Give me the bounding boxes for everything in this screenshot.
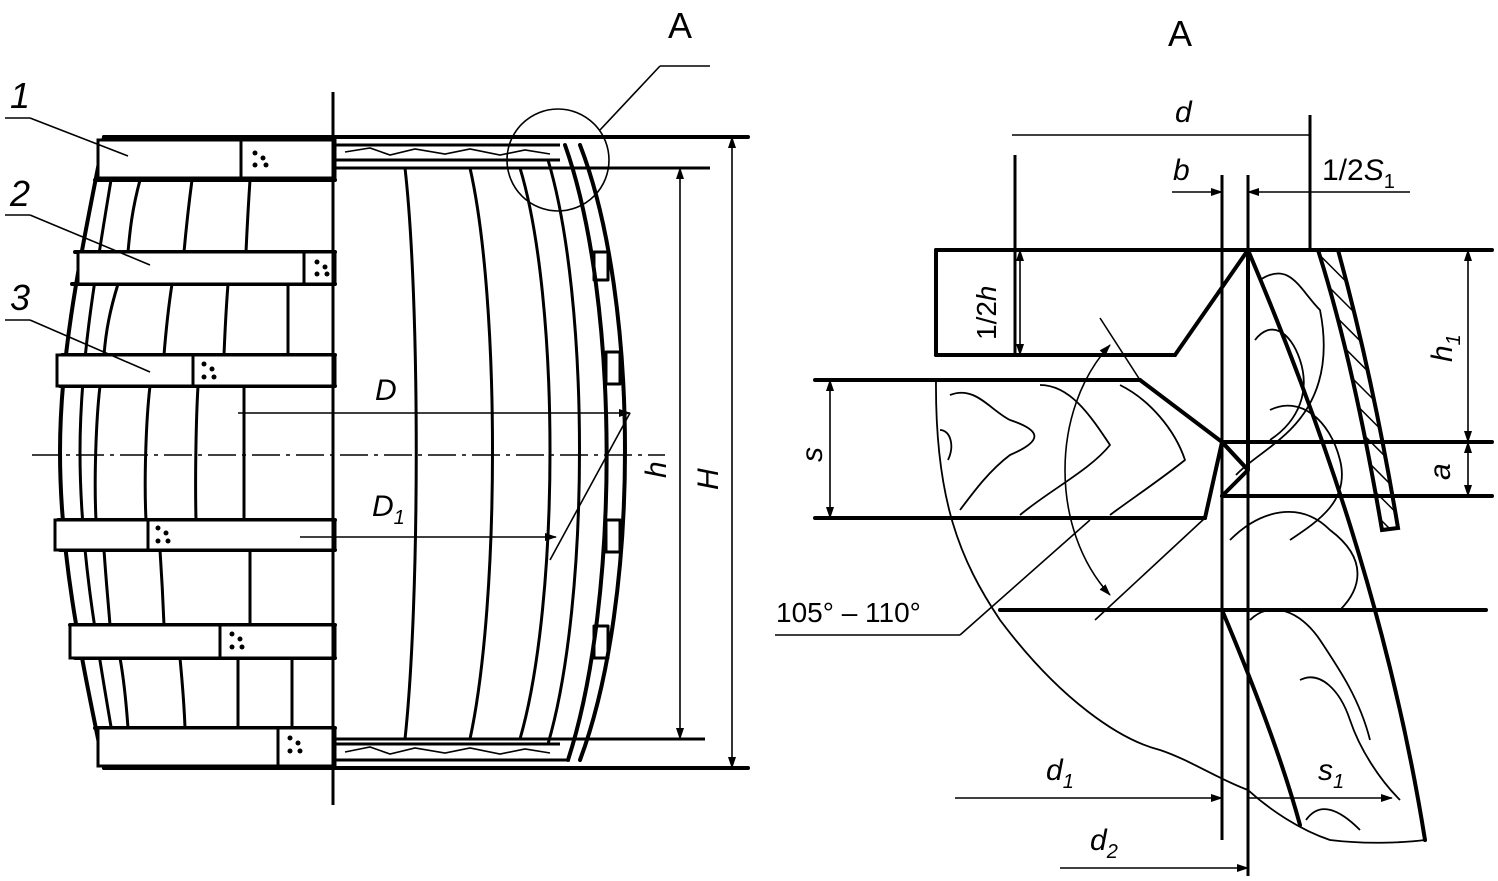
angle-extension-lower: [1094, 517, 1206, 621]
dimension-h1-label: h1: [1426, 334, 1465, 362]
dimension-a-label: a: [1424, 463, 1457, 480]
wood-grain: [939, 272, 1401, 831]
brick-3: [55, 353, 195, 388]
dimension-D1-label: D1: [372, 490, 405, 529]
detail-a-leader: [599, 65, 661, 131]
brick-1: [96, 138, 243, 180]
detail-a-label: A: [668, 5, 692, 46]
diameter-slant-line: [549, 412, 631, 561]
weld-root: [1220, 440, 1250, 498]
angle-arc: [1064, 344, 1111, 596]
brick-2: [76, 250, 306, 286]
vessel-section-view: A 1 2 3 D D1 h H: [5, 5, 750, 805]
brick-4: [53, 518, 150, 552]
position-leaders: [5, 117, 151, 373]
dimension-s1-label: s1: [1318, 754, 1344, 793]
shell-profile-inner: [1220, 608, 1302, 827]
anchor-brick-4: [146, 518, 337, 552]
inner-lining-profile: [78, 136, 120, 769]
weld-groove-inner: [1173, 248, 1250, 472]
brick-6: [96, 726, 280, 768]
shell-lugs: [592, 250, 622, 660]
position-label-3: 3: [10, 277, 30, 318]
dimension-H-label: H: [692, 468, 725, 490]
bottom-liner-band: [335, 742, 570, 762]
staves: [403, 143, 627, 762]
detail-a-view: A: [775, 13, 1494, 876]
brick-joints: [93, 179, 294, 729]
top-liner-band: [335, 143, 560, 162]
break-outline: [935, 379, 1426, 844]
angle-leader: [959, 519, 1091, 636]
dimension-d2-label: d2: [1090, 824, 1118, 863]
anchor-brick-5: [218, 623, 337, 660]
detail-title: A: [1168, 13, 1192, 54]
position-label-1: 1: [10, 75, 30, 116]
outer-lining-profile: [58, 135, 106, 770]
dimension-d1-label: d1: [1046, 754, 1074, 793]
anchor-brick-2: [302, 250, 337, 286]
dimension-s-label: s: [796, 447, 829, 462]
shell-profile-outer: [1246, 248, 1427, 842]
anchor-symbols: [155, 150, 330, 754]
anchor-brick-3: [191, 353, 337, 388]
dimension-b-label: b: [1173, 154, 1190, 187]
dimension-half-h-label: 1/2h: [971, 285, 1002, 340]
position-label-2: 2: [9, 173, 30, 214]
brick-5: [68, 623, 222, 660]
dimension-half-S1-label: 1/2S1: [1322, 154, 1395, 193]
header-bricks: [53, 138, 337, 768]
anchor-brick-6: [276, 726, 337, 768]
dimension-d-label: d: [1175, 96, 1193, 129]
angle-extension-upper: [1099, 317, 1141, 381]
dimension-h-label: h: [640, 461, 673, 478]
dimension-D-label: D: [375, 374, 397, 407]
angle-label: 105° – 110°: [776, 597, 921, 628]
detail-a-circle: [506, 108, 610, 212]
anchor-brick-1: [239, 138, 337, 180]
hatched-plate: [1315, 248, 1401, 533]
